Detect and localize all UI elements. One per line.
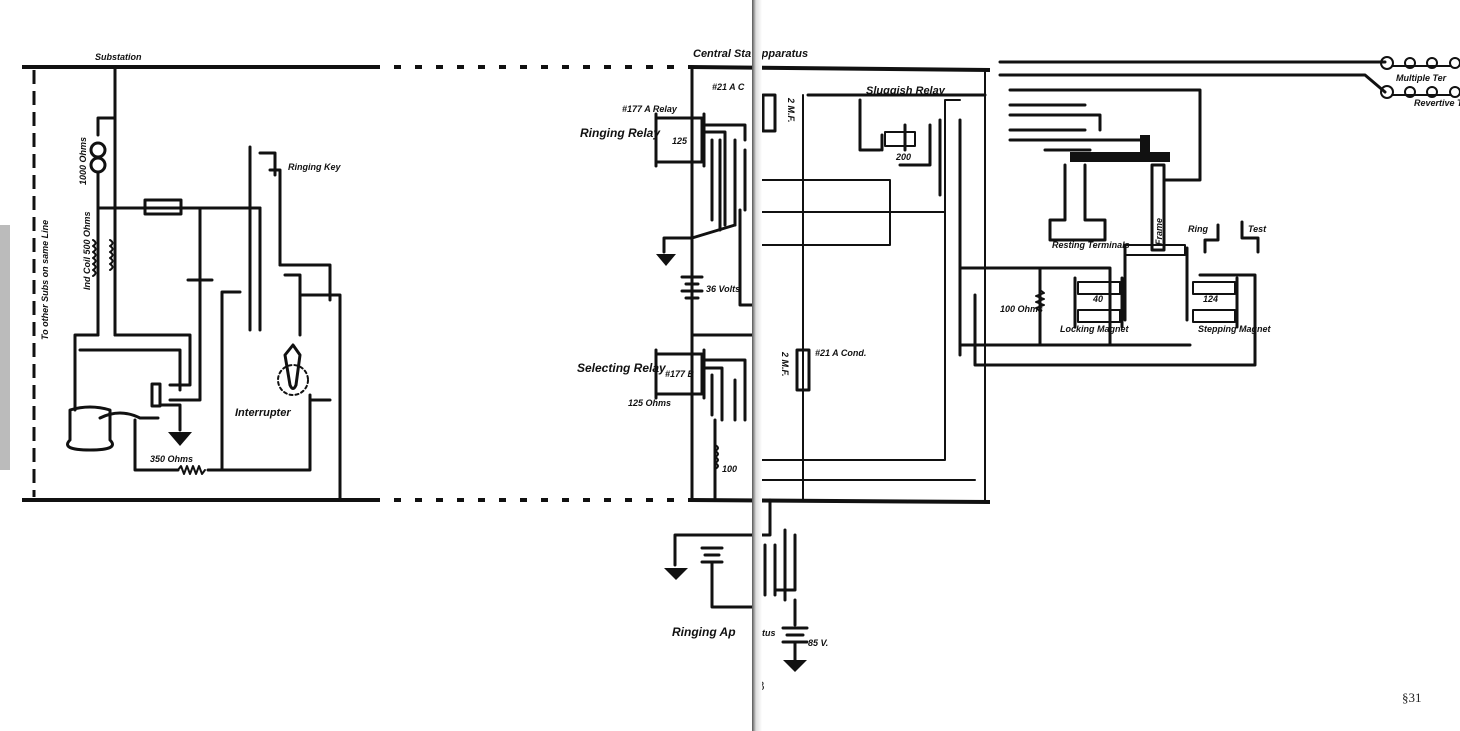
ground-icon <box>168 432 192 446</box>
resistor-100-label: 100 <box>722 464 737 474</box>
resistor-100-ohms-icon <box>1035 289 1045 312</box>
ground-icon <box>783 660 807 672</box>
magnets <box>958 266 1257 367</box>
ind-coil-label: Ind Coil 500 Ohms <box>82 211 92 290</box>
telephone-receiver-icon <box>66 405 114 452</box>
interrupter-arm-icon <box>283 343 302 390</box>
induction-coil-icon <box>92 239 97 277</box>
relay-177a-label: #177 A Relay <box>622 104 678 114</box>
frame-label: Frame <box>1154 218 1164 245</box>
ringing-apparatus <box>664 498 809 672</box>
battery-36v <box>680 275 757 337</box>
condenser-icon <box>143 198 183 216</box>
condensers <box>754 93 976 501</box>
ground-icon <box>664 568 688 580</box>
wiper-arm-icon <box>1070 152 1170 162</box>
sluggish-relay <box>806 69 987 501</box>
ground-icon <box>656 254 676 266</box>
stepping-ohms: 124 <box>1203 294 1218 304</box>
multiple-terminal-icon <box>1380 56 1394 70</box>
bank-terminals <box>998 56 1460 182</box>
frame-assembly <box>1048 163 1260 322</box>
ringing-relay-ohms: 125 <box>672 136 688 146</box>
battery-85-label: 85 V. <box>808 638 828 648</box>
revertive-terminal-icon <box>1380 85 1394 99</box>
resistor-350-label: 350 Ohms <box>150 454 193 464</box>
revertive-terminals-label: Revertive Termin <box>1414 98 1460 108</box>
selecting-relay-type: #177 B <box>665 369 695 379</box>
selecting-relay-ohms: 125 Ohms <box>628 398 671 408</box>
sluggish-ohms: 200 <box>895 152 911 162</box>
line-buses <box>22 64 991 504</box>
interrupter-gear-icon <box>277 364 309 396</box>
test-label: Test <box>1248 224 1267 234</box>
selecting-relay-label: Selecting Relay <box>577 361 667 375</box>
ringer-label: 1000 Ohms <box>78 137 88 185</box>
cond-top-label: #21 A C <box>712 82 745 92</box>
labels: Substation To other Subs on same Line 10… <box>40 48 1460 705</box>
stepping-magnet-label: Stepping Magnet <box>1198 324 1271 334</box>
condenser-top-icon <box>761 93 777 133</box>
top-line-wire-right <box>689 65 991 72</box>
bottom-line-wire-right <box>689 498 991 504</box>
cond-mid-label: #21 A Cond. <box>815 348 866 358</box>
hook-switch-icon <box>150 382 162 408</box>
ringing-app-label: Ringing Ap <box>672 625 736 639</box>
central-heading: Central Sta Apparatus <box>693 48 808 60</box>
ring-label: Ring <box>1188 224 1208 234</box>
stepping-magnet-coil-icon <box>1192 281 1236 295</box>
cond-mid-mf: 2 M.F. <box>780 351 790 377</box>
locking-ohms: 40 <box>1092 294 1103 304</box>
frame-icon <box>1150 163 1166 252</box>
selecting-relay <box>654 348 747 502</box>
res-100-ohms-label: 100 Ohms <box>1000 304 1043 314</box>
page-fold-gutter <box>752 0 762 731</box>
sluggish-relay-label: Sluggish Relay <box>866 85 946 97</box>
multiple-terminals-label: Multiple Ter <box>1396 73 1447 83</box>
ringing-relay-label: Ringing Relay <box>580 126 661 140</box>
ringing-app-tail: tus <box>762 628 776 638</box>
ringer-bell-icon <box>89 141 107 159</box>
locking-magnet-label: Locking Magnet <box>1060 324 1130 334</box>
resistor-100-icon <box>714 444 719 470</box>
ringing-key-label: Ringing Key <box>288 162 341 172</box>
substation-circuit <box>66 65 342 502</box>
page-edge-shadow <box>0 225 10 470</box>
locking-magnet-coil-icon <box>1077 281 1121 295</box>
resistor-350-icon <box>177 465 206 475</box>
battery-36-label: 36 Volts <box>706 284 740 294</box>
condenser-mid-icon <box>795 348 811 392</box>
other-subs-label: To other Subs on same Line <box>40 220 50 340</box>
interrupter-label: Interrupter <box>235 407 291 419</box>
page-number: §31 <box>1402 690 1422 705</box>
cond-top-mf: 2 M.F. <box>786 97 796 123</box>
resting-terminals-label: Resting Terminals <box>1052 240 1130 250</box>
substation-heading: Substation <box>95 52 142 62</box>
